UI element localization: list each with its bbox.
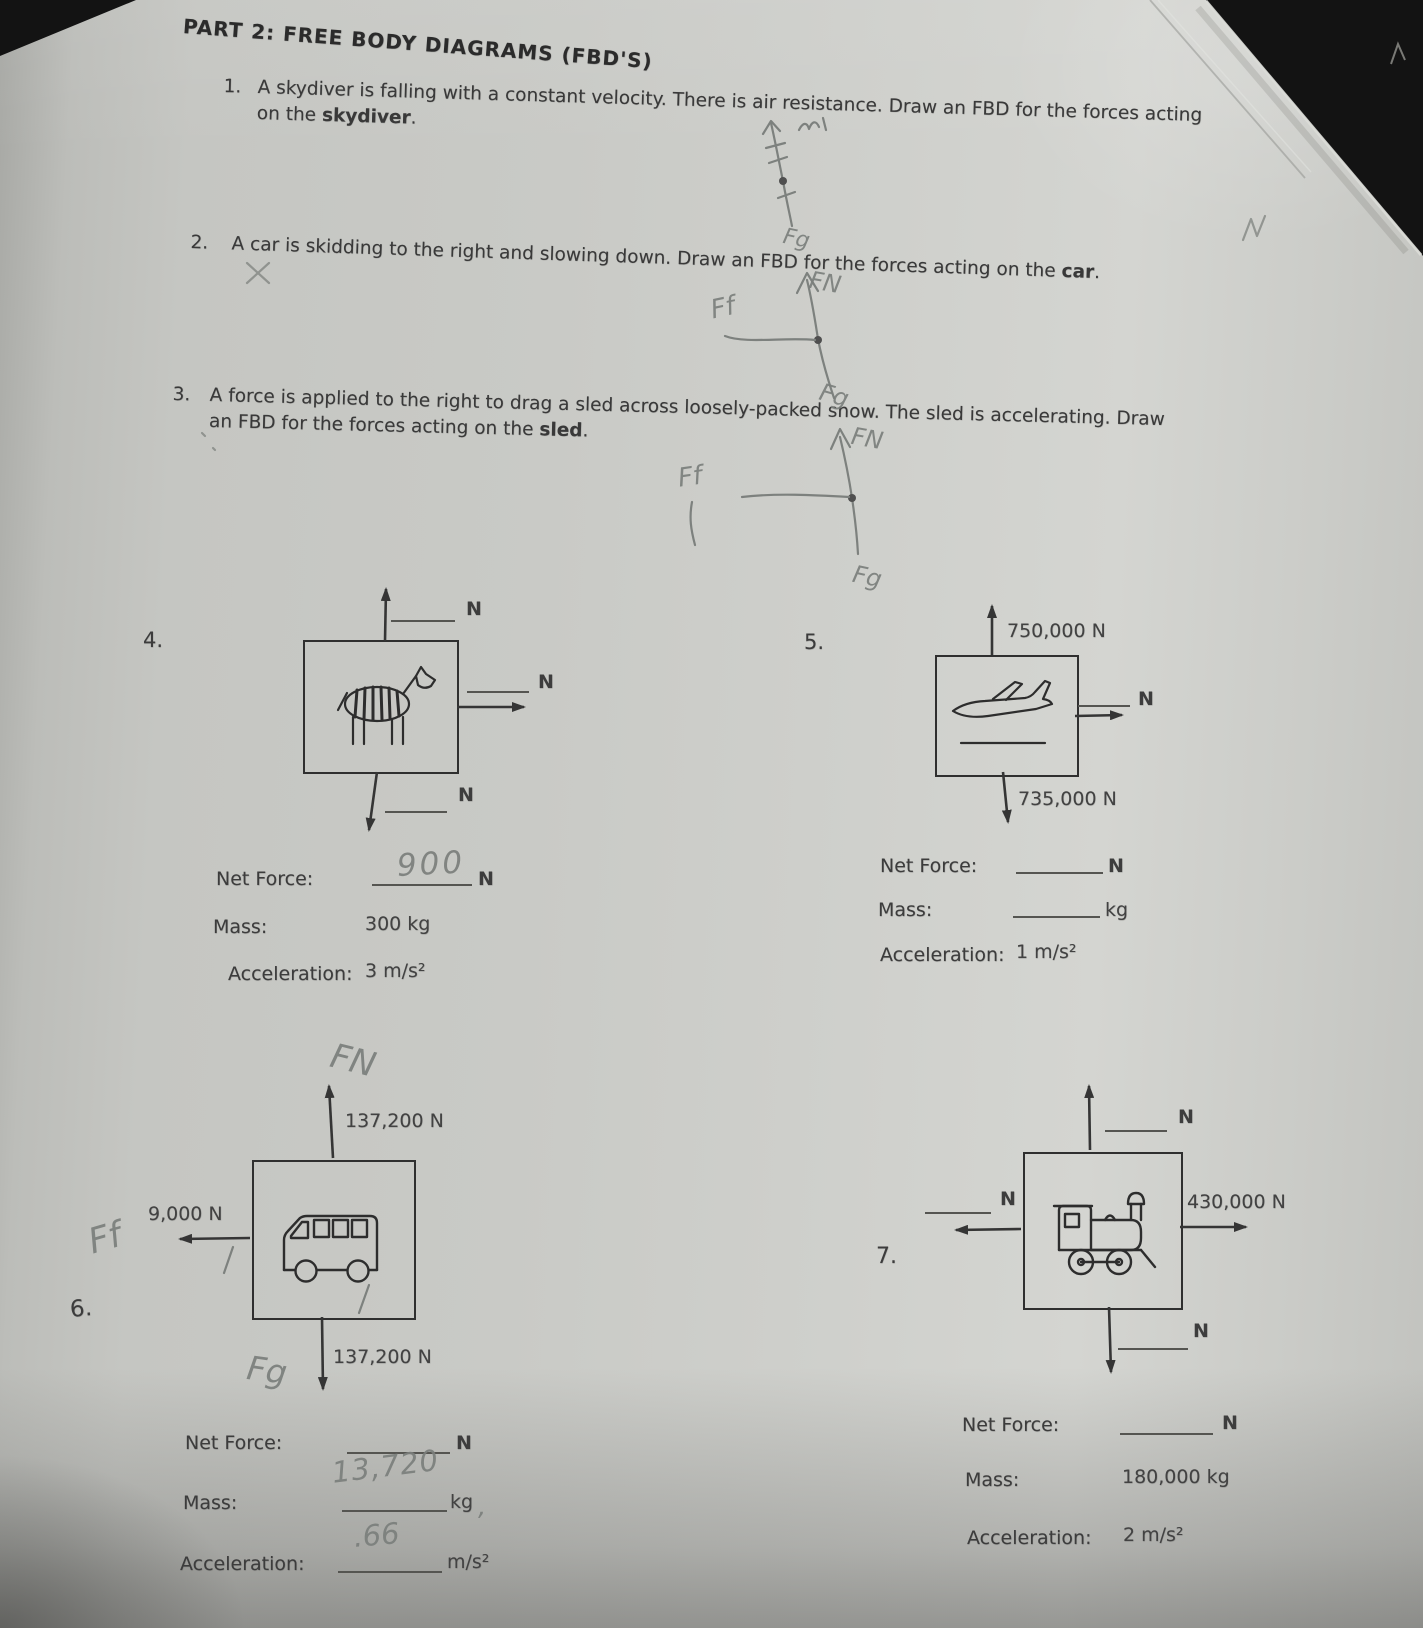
question-2-number: 2.	[190, 231, 209, 254]
p7-mass-label: Mass:	[965, 1469, 1020, 1491]
question-2-period: .	[1093, 261, 1101, 284]
p5-net-force-label: Net Force:	[880, 855, 978, 877]
p4-right-force-blank	[467, 691, 529, 693]
handwritten-ff-label-q3: Ff	[676, 460, 705, 494]
handwritten-fg-label-p6: Fg	[244, 1348, 290, 1393]
question-3-line2: an FBD for the forces acting on the	[208, 410, 540, 441]
question-1-number: 1.	[223, 75, 242, 98]
p4-net-force-blank	[372, 884, 472, 886]
p6-accel-unit: m/s²	[447, 1551, 490, 1573]
problem-6-number: 6.	[68, 1295, 94, 1323]
p5-net-force-blank	[1016, 872, 1103, 874]
airplane-icon	[951, 679, 1054, 745]
handwritten-acceleration-answer-p6: .66	[352, 1515, 401, 1554]
p5-accel-label: Acceleration:	[880, 944, 1005, 966]
p7-mass-value: 180,000 kg	[1122, 1466, 1230, 1488]
p7-down-force-blank	[1118, 1348, 1188, 1350]
p5-down-force-value: 735,000 N	[1018, 788, 1117, 810]
question-1-period: .	[410, 107, 417, 129]
p4-down-force-unit: N	[458, 784, 474, 806]
handwritten-comma-p6: ,	[478, 1492, 487, 1522]
p7-up-force-blank	[1105, 1130, 1167, 1132]
p4-accel-label: Acceleration:	[228, 963, 353, 985]
p7-accel-label: Acceleration:	[967, 1527, 1092, 1549]
p7-up-force-unit: N	[1178, 1106, 1194, 1128]
question-3-period: .	[582, 420, 589, 442]
p7-net-force-label: Net Force:	[962, 1414, 1060, 1436]
p6-down-force-value: 137,200 N	[333, 1346, 432, 1368]
handwritten-fg-label-q3: Fg	[850, 560, 885, 594]
problem-6-box	[252, 1160, 416, 1320]
p5-right-force-unit: N	[1138, 688, 1154, 710]
p6-mass-unit: kg	[450, 1491, 474, 1513]
p4-net-force-unit: N	[478, 868, 494, 890]
bus-icon	[282, 1214, 379, 1283]
question-3-bold-word: sled	[539, 419, 583, 442]
p5-mass-unit: kg	[1105, 899, 1129, 921]
p7-right-force-value: 430,000 N	[1187, 1191, 1286, 1213]
p7-left-force-unit: N	[1000, 1188, 1016, 1210]
p5-up-force-value: 750,000 N	[1007, 620, 1106, 642]
handwritten-fn-label-q3: FN	[849, 422, 886, 456]
p4-up-force-blank	[391, 620, 455, 622]
handwritten-fn-label-q2: FN	[807, 266, 844, 300]
p4-net-force-label: Net Force:	[216, 868, 314, 890]
handwritten-fg-label-q1: Fg	[780, 224, 813, 254]
train-icon	[1052, 1191, 1157, 1276]
problem-7-number: 7.	[876, 1244, 897, 1269]
zebra-icon	[336, 665, 437, 746]
problem-4-box	[303, 640, 459, 774]
p6-net-force-blank	[347, 1452, 450, 1454]
p7-down-force-unit: N	[1193, 1320, 1209, 1342]
problem-4-number: 4.	[143, 628, 164, 652]
problem-7-box	[1023, 1152, 1183, 1310]
question-2-bold-word: car	[1061, 260, 1095, 283]
p7-net-force-unit: N	[1222, 1412, 1238, 1434]
p7-left-force-blank	[925, 1212, 991, 1214]
p6-up-force-value: 137,200 N	[345, 1110, 444, 1132]
p6-accel-blank	[338, 1571, 442, 1573]
p4-up-force-unit: N	[466, 598, 482, 620]
p5-accel-value: 1 m/s²	[1016, 941, 1077, 963]
question-1-line2: on the	[256, 102, 323, 126]
p6-mass-label: Mass:	[183, 1492, 238, 1514]
question-1-bold-word: skydiver	[321, 104, 411, 129]
p6-mass-blank	[342, 1510, 447, 1512]
p7-accel-value: 2 m/s²	[1123, 1524, 1184, 1546]
p4-accel-value: 3 m/s²	[365, 960, 426, 982]
problem-5-box	[935, 655, 1079, 777]
p4-right-force-unit: N	[538, 671, 554, 693]
p4-mass-label: Mass:	[213, 916, 268, 938]
p4-down-force-blank	[385, 811, 447, 813]
p6-left-force-value: 9,000 N	[148, 1203, 223, 1225]
handwritten-net-force-answer-p4: 900	[396, 844, 466, 884]
p6-net-force-unit: N	[456, 1432, 472, 1454]
corner-pencil-mark	[1390, 41, 1406, 65]
p5-mass-blank	[1013, 916, 1100, 918]
p6-net-force-label: Net Force:	[185, 1432, 283, 1454]
p5-right-force-blank	[1078, 705, 1130, 707]
p4-mass-value: 300 kg	[365, 913, 431, 935]
p6-accel-label: Acceleration:	[180, 1553, 305, 1575]
p5-mass-label: Mass:	[878, 899, 933, 921]
question-3-number: 3.	[172, 383, 191, 406]
p7-net-force-blank	[1120, 1433, 1213, 1435]
problem-5-number: 5.	[804, 630, 825, 654]
p5-net-force-unit: N	[1108, 855, 1124, 877]
